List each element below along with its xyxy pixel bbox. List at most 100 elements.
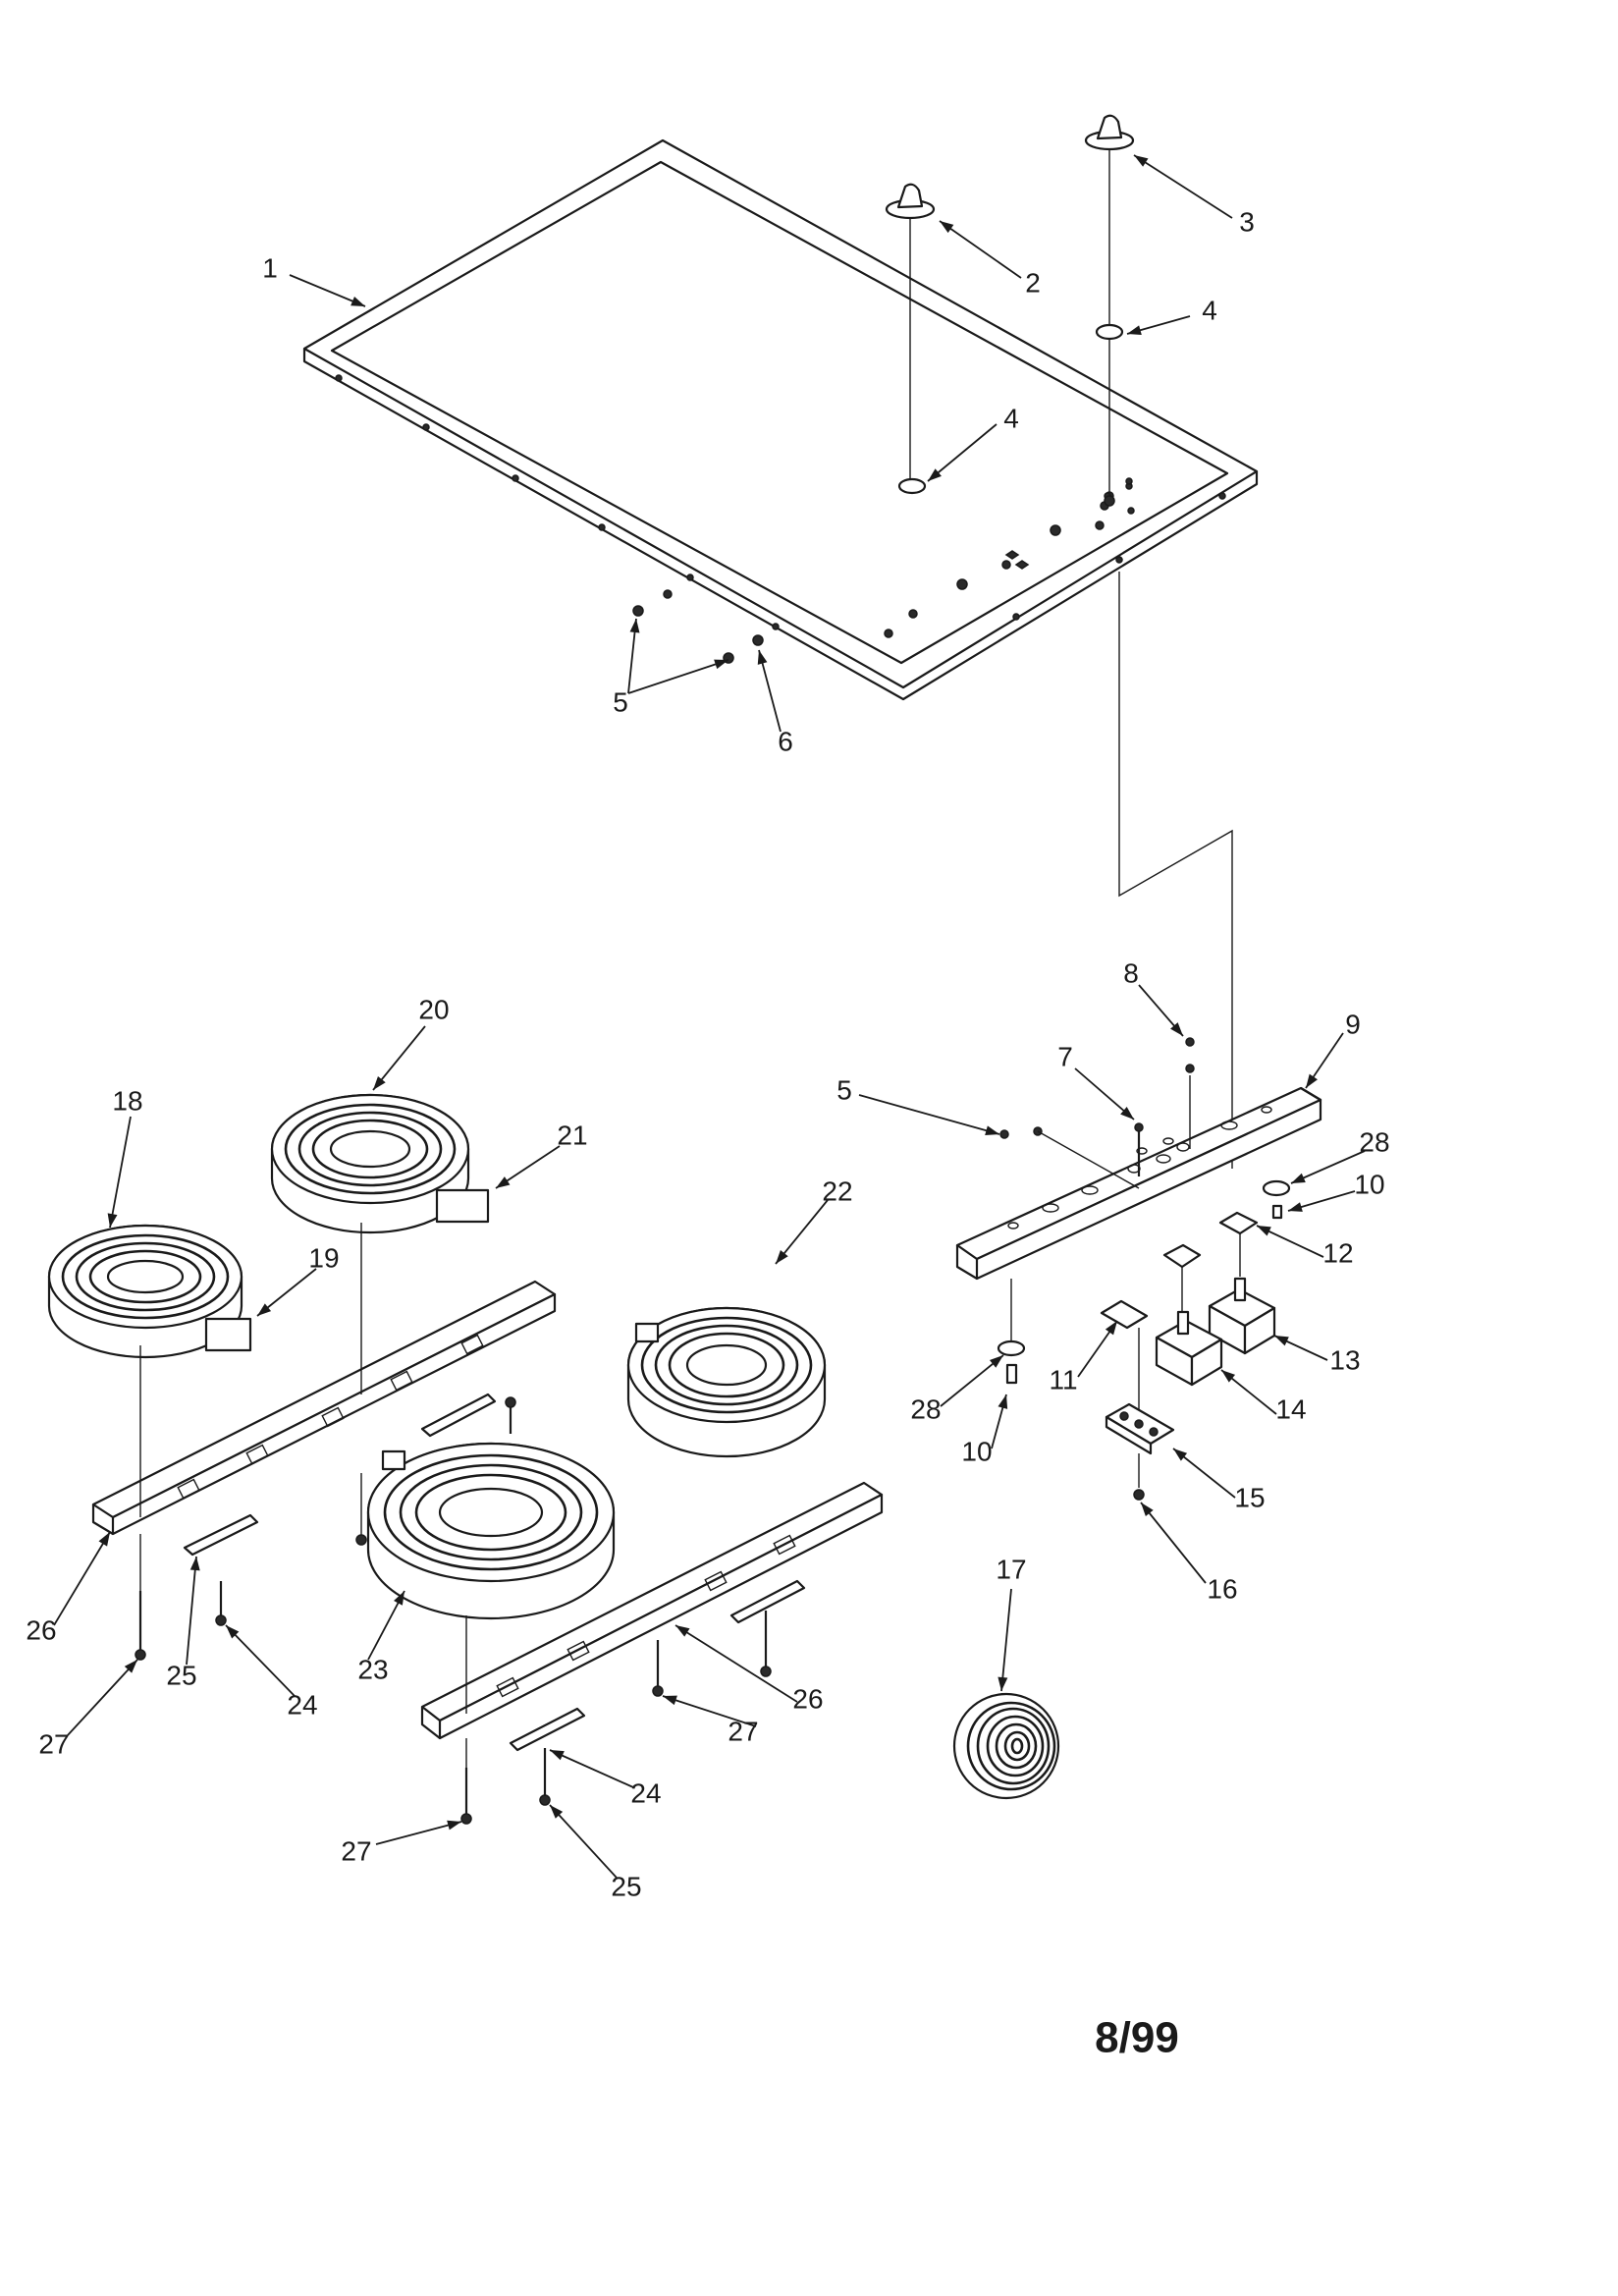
leader-arrowhead <box>98 1532 110 1547</box>
leader-arrowhead <box>107 1213 118 1228</box>
callout-label: 27 <box>341 1835 371 1866</box>
leader-arrowhead <box>663 1695 677 1706</box>
washer-28-right <box>1262 1179 1291 1197</box>
leader-line <box>549 1804 618 1879</box>
leader-arrowhead <box>776 1249 788 1264</box>
leader-line <box>66 1659 138 1737</box>
callout-label: 19 <box>308 1242 339 1273</box>
callout-label: 26 <box>26 1614 56 1645</box>
leader-arrowhead <box>1221 1370 1236 1383</box>
callout-label: 2 <box>1025 267 1041 298</box>
callout-label: 28 <box>1359 1126 1389 1157</box>
leader-arrowhead <box>447 1820 461 1831</box>
leader-arrowhead <box>1274 1336 1289 1346</box>
leader-arrowhead <box>257 1303 272 1316</box>
leader-line <box>939 220 1022 279</box>
callout-label: 10 <box>1354 1169 1384 1199</box>
leader-line <box>1000 1588 1012 1692</box>
leader-arrowhead <box>714 659 728 670</box>
callout-label: 15 <box>1234 1482 1265 1512</box>
callout-label: 27 <box>38 1728 69 1759</box>
callout-label: 21 <box>557 1120 587 1150</box>
leader-arrowhead <box>1134 155 1149 167</box>
leader-arrowhead <box>1120 1107 1134 1120</box>
burner-bracket-right <box>420 1481 884 1752</box>
callout-label: 28 <box>910 1394 941 1424</box>
leader-arrowhead <box>550 1805 564 1819</box>
leader-arrowhead <box>998 1394 1008 1409</box>
surface-burner-22 <box>626 1306 827 1458</box>
burner-bracket-left <box>91 1280 557 1557</box>
leader-line <box>186 1556 197 1666</box>
leader-line <box>927 423 998 482</box>
leader-line <box>674 1624 798 1703</box>
clip-10-right <box>1271 1204 1283 1220</box>
leader-arrowhead <box>675 1625 690 1637</box>
callout-label: 17 <box>996 1554 1026 1584</box>
leader-line <box>662 1695 757 1727</box>
leader-line <box>225 1624 296 1697</box>
leader-arrowhead <box>226 1625 240 1639</box>
clip-10-left <box>1005 1363 1018 1385</box>
leader-arrowhead <box>985 1125 999 1136</box>
callout-labels: 1 2 3 4 4 5 6 8 7 9 5 28 10 12 13 11 14 … <box>26 206 1389 1901</box>
cooktop-glass-top <box>302 138 1259 701</box>
leader-line <box>53 1531 111 1626</box>
callout-label: 10 <box>961 1436 992 1466</box>
leader-arrowhead <box>373 1075 386 1090</box>
insulator-11 <box>1100 1299 1149 1330</box>
insulator-12 <box>1218 1211 1259 1235</box>
leader-line <box>858 1094 1000 1135</box>
connector-line <box>1118 572 1233 1169</box>
leader-arrowhead <box>1257 1226 1271 1236</box>
control-knob-left <box>885 183 936 479</box>
callout-label: 14 <box>1275 1394 1306 1424</box>
callout-label: 22 <box>822 1175 852 1206</box>
leader-arrowhead <box>394 1591 404 1606</box>
callout-label: 23 <box>357 1654 388 1684</box>
leader-arrowhead <box>1288 1202 1303 1212</box>
control-knob-right <box>1084 114 1135 496</box>
leader-arrowhead <box>1173 1449 1188 1461</box>
callout-label: 27 <box>728 1716 758 1746</box>
callout-label: 3 <box>1239 206 1255 237</box>
callout-label: 5 <box>613 686 628 717</box>
date-code: 8/99 <box>1095 2014 1179 2062</box>
leader-arrowhead <box>351 297 365 306</box>
leader-line <box>627 659 729 694</box>
leader-line <box>1140 1502 1207 1584</box>
leader-arrowhead <box>1127 325 1142 336</box>
callout-label: 9 <box>1345 1009 1361 1039</box>
callout-label: 25 <box>166 1660 196 1690</box>
surface-burner-18 <box>47 1224 252 1517</box>
callout-label: 11 <box>1049 1364 1077 1394</box>
leader-arrowhead <box>629 619 640 633</box>
callout-label: 25 <box>611 1871 641 1901</box>
leader-arrowhead <box>550 1750 565 1761</box>
callout-label: 24 <box>630 1777 661 1808</box>
leader-arrowhead <box>1170 1022 1183 1036</box>
washer-28-left <box>997 1339 1026 1357</box>
mounting-screws <box>135 1396 772 1825</box>
callout-label: 8 <box>1123 957 1139 988</box>
callout-label: 20 <box>418 994 449 1024</box>
bracket-screws <box>999 1037 1195 1189</box>
callout-label: 4 <box>1003 403 1019 433</box>
callout-label: 18 <box>112 1085 142 1116</box>
leader-arrowhead <box>757 650 768 665</box>
leader-arrowhead <box>998 1676 1008 1691</box>
callout-label: 16 <box>1207 1573 1237 1604</box>
callout-label: 5 <box>836 1074 852 1105</box>
leader-arrowhead <box>1291 1173 1306 1183</box>
callout-label: 12 <box>1322 1237 1353 1268</box>
nut-16 <box>1133 1489 1145 1501</box>
radiant-element-17 <box>952 1692 1060 1800</box>
leader-arrowhead <box>1141 1503 1154 1517</box>
terminal-block-15 <box>1105 1328 1175 1488</box>
callout-label: 1 <box>262 252 278 283</box>
leader-arrowhead <box>1306 1073 1318 1088</box>
leader-line <box>549 1749 634 1788</box>
infinite-switch-14 <box>1155 1310 1223 1387</box>
leader-line <box>1133 154 1233 219</box>
